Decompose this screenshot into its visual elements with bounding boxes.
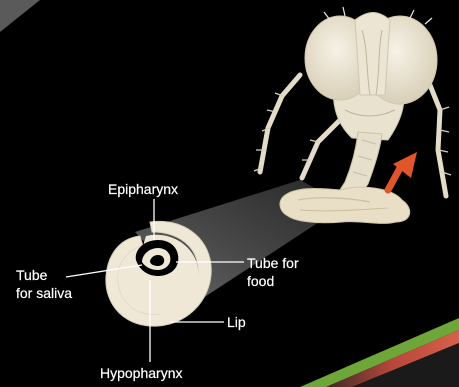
label-tube-for-food-line1: Tube for [247,255,299,271]
corner-stripe-top-left [0,0,40,32]
label-epipharynx: Epipharynx [108,181,178,197]
corner-stripes-bottom-right [300,318,459,387]
label-tube-for-saliva-line2: for saliva [16,285,72,301]
label-tube-for-food-line2: food [247,273,274,289]
proboscis-cross-section [106,221,211,326]
label-hypopharynx: Hypopharynx [100,365,183,381]
label-lip: Lip [227,314,246,330]
up-arrow-icon [388,152,417,190]
label-tube-for-saliva-line1: Tube [16,267,47,283]
